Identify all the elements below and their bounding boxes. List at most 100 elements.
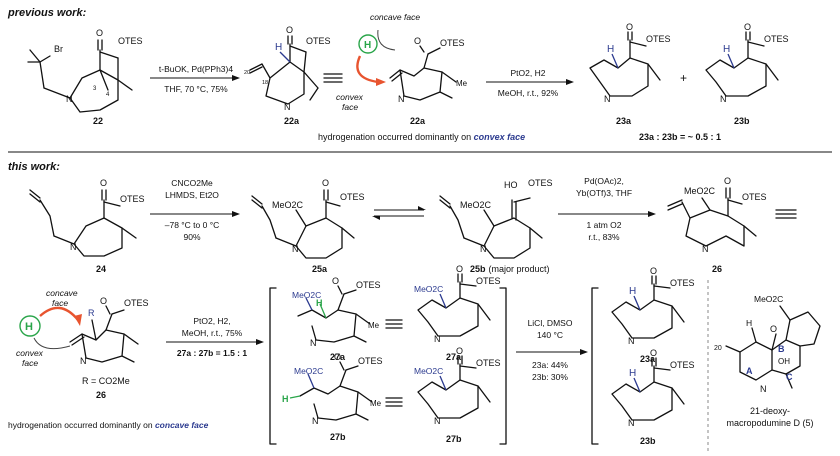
compound-27a-3d-structure	[297, 285, 371, 343]
otes-label-25b: OTES	[528, 178, 553, 188]
oxygen-label-24: O	[100, 178, 107, 188]
oxygen-label-27a-3d: O	[332, 276, 339, 286]
target-compound-5-structure	[725, 305, 821, 389]
me-label-22a-3d: Me	[456, 79, 468, 88]
oxygen-label-26: O	[724, 176, 731, 186]
otes-label-24: OTES	[120, 194, 145, 204]
arrowhead	[232, 75, 240, 81]
cond-prev-1-line2: THF, 70 °C, 75%	[164, 84, 228, 94]
locant-3-22: 3	[93, 86, 97, 92]
compound-23a-structure-top	[589, 31, 661, 97]
ratio-23a-23b: 23a : 23b = ~ 0.5 : 1	[639, 132, 721, 142]
h-label-23a-bottom: H	[629, 286, 636, 297]
compound-25b-structure	[439, 195, 543, 259]
h-label-22a: H	[275, 42, 282, 53]
convex-label-bottom-2: face	[22, 358, 38, 368]
oxygen-label-27b: O	[456, 346, 463, 356]
compound-23b-label-bottom: 23b	[640, 436, 656, 446]
meo2c-label-5: MeO2C	[754, 294, 783, 304]
otes-label-23b-bottom: OTES	[670, 360, 695, 370]
previous-note: hydrogenation occurred dominantly on con…	[318, 132, 525, 142]
cond-this-2-line4: r.t., 83%	[588, 232, 620, 242]
me-label-27b-3d: Me	[370, 399, 382, 408]
compound-23b-label-top: 23b	[734, 116, 750, 126]
concave-arrow	[377, 29, 396, 51]
nitrogen-label-27b-3d: N	[312, 416, 319, 426]
otes-label-23b: OTES	[764, 34, 789, 44]
nitrogen-label-26-3d: N	[80, 356, 87, 366]
convex-arrowhead	[376, 78, 386, 86]
concave-face-label-top: concave face	[370, 12, 420, 22]
meo2c-label-27b: MeO2C	[414, 366, 443, 376]
compound-22a-structure	[249, 35, 319, 105]
hydrogen-circle-top	[358, 34, 378, 54]
equivalence-sign-27b	[385, 397, 403, 407]
compound-23b-structure-bottom	[611, 357, 685, 421]
arrowhead	[566, 79, 574, 85]
oxygen-label-27a: O	[456, 264, 463, 274]
oxygen-label-22a-3d: O	[414, 36, 421, 46]
previous-work-title: previous work:	[7, 7, 87, 19]
compound-27a-structure	[417, 273, 491, 337]
oxygen-label-23b-bottom: O	[650, 348, 657, 358]
compound-24-structure	[29, 189, 137, 257]
compound-22a-3d-structure	[389, 45, 457, 101]
h-label-27a-3d: H	[316, 298, 323, 308]
arrowhead	[648, 211, 656, 217]
oxygen-label-23a: O	[626, 22, 633, 32]
h-label-27b-3d: H	[282, 394, 289, 404]
r-label-bottom: R	[88, 308, 95, 318]
convex-arrow-bottom	[33, 337, 71, 350]
compound-25b-label: 25b(major product)	[470, 264, 550, 274]
cond-this-2-line3: 1 atm O2	[587, 220, 622, 230]
ring-b-label: B	[778, 344, 785, 354]
cond-bottom-1-line2: MeOH, r.t., 75%	[182, 328, 243, 338]
meo2c-label-25a: MeO2C	[272, 200, 304, 210]
bracket-right	[499, 287, 507, 445]
otes-label-22a-3d: OTES	[440, 38, 465, 48]
cond-bottom-2-line4: 23b: 30%	[532, 372, 568, 382]
oxygen-label-26-3d: O	[100, 296, 107, 306]
nitrogen-label-25b: N	[480, 244, 487, 254]
compound-26-3d-structure	[69, 305, 139, 363]
otes-label-22a: OTES	[306, 36, 331, 46]
meo2c-label-27a-3d: MeO2C	[292, 290, 321, 300]
arrowhead	[232, 211, 240, 217]
this-work-title: this work:	[8, 161, 60, 173]
nitrogen-label-23b-bottom: N	[628, 418, 635, 428]
oxygen-label-22a: O	[286, 25, 293, 35]
nitrogen-label-27a: N	[434, 334, 441, 344]
compound-22a-label: 22a	[284, 116, 300, 126]
oxygen-label-23a-bottom: O	[650, 266, 657, 276]
nitrogen-label-23a: N	[604, 94, 611, 104]
compound-23a-label-top: 23a	[616, 116, 632, 126]
hydrogen-circle-bottom	[19, 315, 41, 337]
concave-arrow-bottom	[39, 306, 79, 321]
nitrogen-label-27a-3d: N	[310, 338, 317, 348]
concave-arrowhead-bottom	[74, 314, 82, 326]
otes-label-27b: OTES	[476, 358, 501, 368]
cond-this-2-line1: Pd(OAc)2,	[584, 176, 624, 186]
oxygen-label-5: O	[770, 324, 777, 334]
compound-24-label: 24	[96, 264, 106, 274]
nitrogen-label-25a: N	[292, 244, 299, 254]
cond-this-1-line2: LHMDS, Et2O	[165, 190, 219, 200]
br-label: Br	[54, 44, 63, 54]
otes-label-27a-3d: OTES	[356, 280, 381, 290]
compound-25a-label: 25a	[312, 264, 328, 274]
h-circle-label-bottom: H	[25, 321, 33, 333]
compound-26-label: 26	[712, 264, 722, 274]
target-name-line1: 21-deoxy-	[750, 406, 790, 416]
otes-label-22: OTES	[118, 36, 143, 46]
h-label-23b: H	[723, 44, 730, 55]
ring-c-label: C	[786, 372, 793, 382]
nitrogen-label-23a-bottom: N	[628, 336, 635, 346]
compound-22-label: 22	[93, 116, 103, 126]
bracket-products	[591, 287, 599, 445]
oh-label-5: OH	[778, 357, 790, 366]
nitrogen-label-27b: N	[434, 416, 441, 426]
cond-prev-1-line1: t-BuOK, Pd(PPh3)4	[159, 64, 233, 74]
compound-25a-structure	[251, 189, 355, 259]
meo2c-label-25b: MeO2C	[460, 200, 492, 210]
concave-label-line2: face	[52, 298, 68, 308]
